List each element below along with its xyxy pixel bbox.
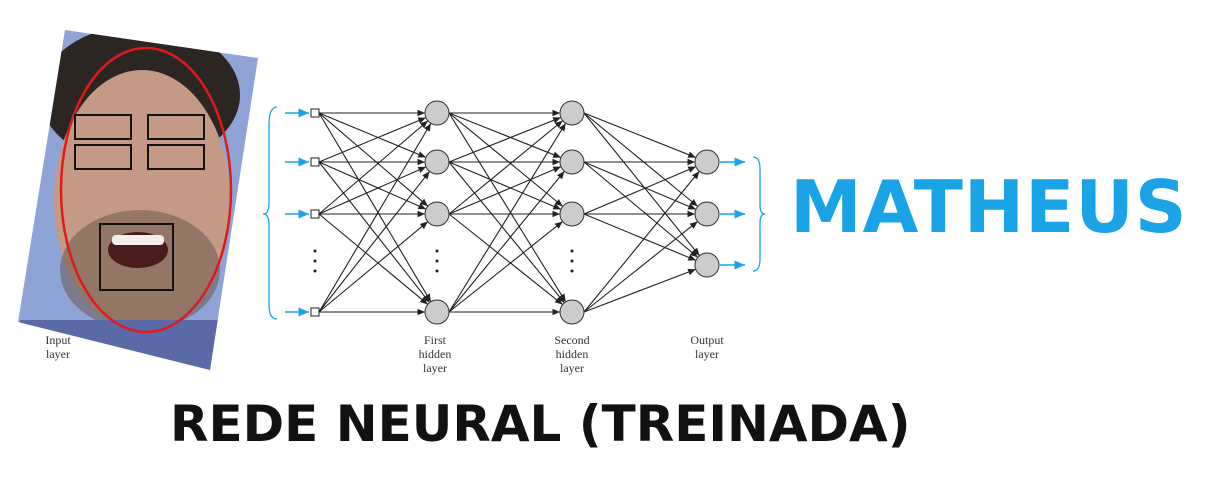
hidden-node [559, 149, 585, 175]
connection-edge [318, 213, 429, 305]
ellipsis-dot [313, 259, 317, 263]
feature-box-mouth [99, 223, 174, 291]
connection-edge [448, 170, 565, 313]
face-detection-outline [59, 46, 233, 334]
hidden-node [424, 149, 450, 175]
connection-edge [318, 161, 427, 210]
output-node [694, 252, 720, 278]
connection-edge [318, 112, 427, 158]
second-hidden-layer-label: Second hidden layer [554, 333, 590, 375]
face-photo [18, 30, 258, 370]
connection-edge [448, 116, 562, 163]
output-brace [752, 156, 766, 272]
predicted-name: MATHEUS [790, 165, 1188, 249]
input-node [310, 307, 320, 317]
connection-edge [318, 171, 431, 313]
connection-edge [583, 161, 697, 210]
connection-edge [583, 170, 700, 313]
ellipsis-dot [570, 259, 574, 263]
input-node [310, 209, 320, 219]
ellipsis-dot [313, 249, 317, 253]
input-brace [262, 106, 278, 320]
feature-box-left-eye [74, 144, 132, 170]
connection-edge [318, 123, 432, 313]
connection-edge [583, 268, 696, 313]
hidden-node [559, 201, 585, 227]
connection-edge [583, 112, 697, 159]
beard [60, 210, 220, 330]
connection-edge [448, 166, 562, 215]
ellipsis-dot [313, 269, 317, 273]
hidden-node [559, 299, 585, 325]
ellipsis-dot [570, 249, 574, 253]
ellipsis-dot [435, 259, 439, 263]
caption-title: REDE NEURAL (TREINADA) [170, 395, 911, 453]
connection-edge [318, 161, 431, 303]
connection-edge [448, 120, 564, 215]
connection-edge [448, 112, 567, 303]
connection-edge [583, 166, 697, 215]
hidden-node [424, 100, 450, 126]
ellipsis-dot [570, 269, 574, 273]
connection-edge [583, 112, 699, 207]
connection-edge [448, 122, 567, 313]
connection-edge [318, 117, 427, 163]
connection-edge [448, 161, 565, 304]
output-node [694, 201, 720, 227]
output-node [694, 149, 720, 175]
first-hidden-layer-label: First hidden layer [418, 333, 452, 375]
input-layer-label: Input layer [45, 333, 71, 361]
hidden-node [424, 201, 450, 227]
feature-box-right-eye [147, 144, 205, 170]
ellipsis-dot [435, 249, 439, 253]
connection-edge [583, 213, 697, 261]
connection-edge [448, 213, 563, 305]
input-node [310, 157, 320, 167]
connection-edge [318, 120, 429, 215]
feature-box-right-eyebrow [147, 114, 205, 140]
connection-edge [448, 221, 563, 313]
connection-edge [318, 112, 432, 302]
connection-edge [318, 166, 427, 215]
input-node [310, 108, 320, 118]
connection-edge [583, 161, 699, 258]
connection-edge [583, 221, 698, 313]
connection-edge [583, 112, 700, 257]
connection-edge [318, 112, 429, 207]
feature-box-left-eyebrow [74, 114, 132, 140]
neural-network-diagram [262, 100, 766, 325]
teeth [112, 235, 164, 245]
connection-edge [318, 221, 429, 313]
hidden-node [424, 299, 450, 325]
output-layer-label: Output layer [690, 333, 724, 361]
connection-edge [448, 112, 564, 207]
connection-edge [448, 112, 562, 159]
connection-edge [448, 161, 562, 210]
ellipsis-dot [435, 269, 439, 273]
hidden-node [559, 100, 585, 126]
